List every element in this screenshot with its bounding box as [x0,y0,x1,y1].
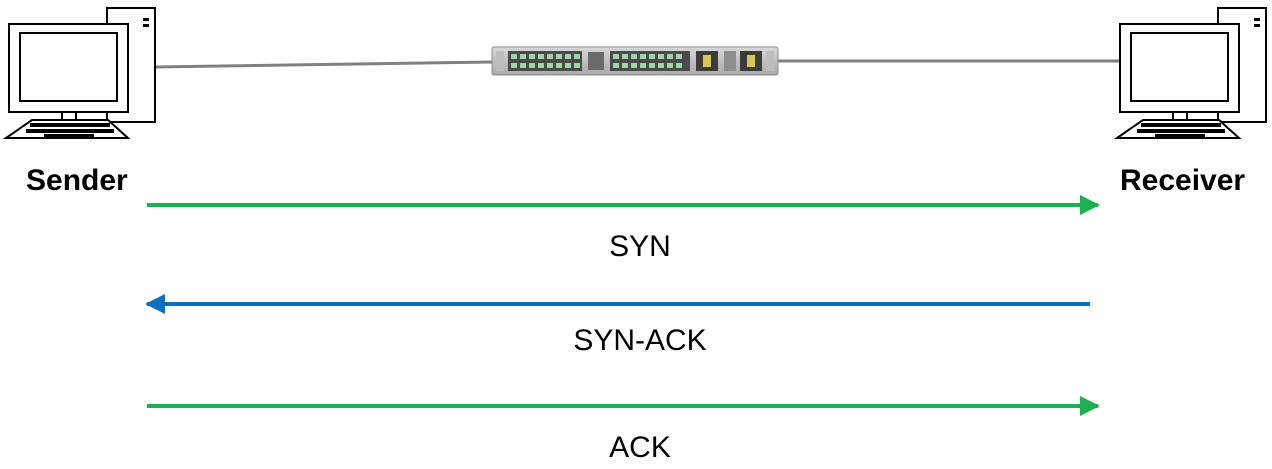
syn-label: SYN [609,230,671,263]
receiver-label: Receiver [1120,164,1245,197]
receiver-computer-icon [1113,7,1267,139]
ack-label: ACK [609,431,671,464]
link-line-sender-switch [154,60,493,69]
syn-ack-label: SYN-ACK [573,324,706,357]
sender-label: Sender [26,164,128,197]
network-switch-icon [491,46,779,76]
sender-computer-icon [2,7,156,139]
